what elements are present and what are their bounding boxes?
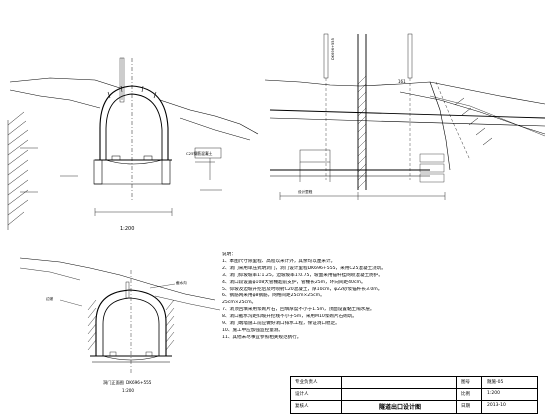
front-elev-scale: 1:200 (120, 226, 134, 232)
tb-scale-value: 1:200 (487, 391, 500, 396)
front-elev-label-1: C25钢筋混凝土 (186, 151, 213, 156)
tb-divider (456, 377, 457, 413)
note-line: 7、洞顶回填采用浆砌片石，回填厚度不小于1.5m，顶面设置黏土隔水层。 (222, 307, 375, 313)
portal-front-label-1: 截水沟 (176, 280, 187, 285)
portal-wall-hatch (357, 75, 367, 189)
tb-date-value: 2013-10 (487, 403, 506, 408)
long-sec-pile-label: DK696+555 (331, 38, 335, 60)
note-line: 6、钢筋网采用φ8钢筋，网格间距25cm×25cm。 (222, 293, 325, 299)
long-sec-dim-161: 161 (398, 79, 406, 84)
note-line: 1、本图尺寸除里程、高程以米计外，其余均以厘米计。 (222, 258, 336, 264)
tb-row-label: 设计人 (295, 392, 309, 397)
note-line: 5、仰坡及边坡开挖后及时喷射C20混凝土，厚10cm，φ22砂浆锚杆长3.0m。 (222, 286, 383, 292)
long-sec-mileage-label: 设计里程 (298, 189, 313, 194)
portal-front-view (19, 257, 221, 375)
portal-left-hatch (87, 299, 97, 351)
portal-front-pile-label: DK696+555 (126, 380, 152, 385)
tb-row-label: 复核人 (295, 404, 309, 409)
design-notes: 说明： 1、本图尺寸除里程、高程以米计外，其余均以厘米计。 2、洞门采用单压式明… (222, 252, 522, 342)
note-line: 4、洞口段设置φ108大管棚超前支护，管棚长25m，环向间距40cm。 (222, 279, 366, 285)
anchor-bolts (454, 97, 493, 146)
left-rock-hatch (7, 111, 29, 230)
longitudinal-section-view (264, 33, 546, 200)
tb-row-label: 专业负责人 (295, 380, 318, 385)
note-line: 9、洞门端墙施工前应做好洞口排水工程，保证洞口稳定。 (222, 321, 340, 327)
tb-date-label: 日期 (461, 404, 470, 409)
notes-heading: 说明： (222, 252, 236, 257)
tb-sheet-label: 图号 (461, 380, 470, 385)
tb-divider (481, 377, 482, 413)
note-line: 2、洞门采用单压式明洞门，洞门设计里程DK696+555，采用C25混凝土浇筑。 (222, 265, 386, 271)
note-line: 10、施工中应加强监控量测。 (222, 327, 283, 333)
title-block-row: 设计人 比例 1:200 (291, 389, 537, 401)
note-line: 3、洞门仰坡坡率1:1.25，边坡坡率1:0.75，坡面采用锚杆挂网喷混凝土防护… (222, 272, 383, 278)
drawing-title: 隧道出口设计图 (379, 404, 422, 411)
title-block-row: 专业负责人 图号 隧施-05 (291, 377, 537, 389)
note-line: 25cm×25cm。 (222, 300, 257, 306)
note-line: 8、洞口截水沟距仰坡开挖线不小于5m，采用M10浆砌片石砌筑。 (222, 314, 357, 320)
front-elevation-view (7, 57, 259, 230)
note-line: 11、其他未尽事宜参照相关规范执行。 (222, 334, 302, 340)
portal-front-scale: 1:200 (122, 388, 134, 393)
title-block-row: 复核人 隧道出口设计图 日期 2013-10 (291, 401, 537, 413)
tb-scale-label: 比例 (461, 392, 470, 397)
portal-right-hatch (165, 299, 175, 351)
portal-front-title: 洞门正面图 (103, 379, 124, 386)
title-block: 专业负责人 图号 隧施-05 设计人 比例 1:200 复核人 隧道出口设计图 … (290, 376, 538, 414)
tb-divider (341, 377, 342, 413)
tb-sheet-value: 隧施-05 (487, 380, 504, 385)
portal-front-label-2: 边坡 (46, 296, 54, 301)
